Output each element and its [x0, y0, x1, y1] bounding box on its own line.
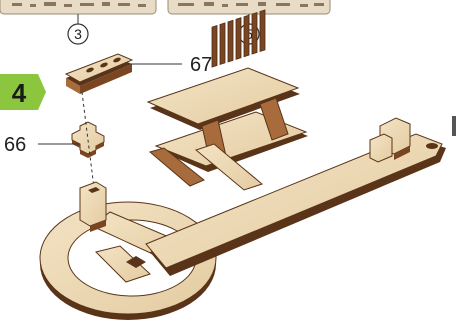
- callout-circle-3: 3: [68, 14, 88, 44]
- previous-step-thumbnail-right: [168, 0, 330, 14]
- part-66-label: 66: [4, 134, 26, 156]
- part-67-piece: [66, 54, 132, 94]
- edge-crop-mark: [452, 116, 456, 136]
- part-67-label: 67: [190, 54, 212, 76]
- step-badge: 4: [0, 74, 46, 110]
- previous-step-thumbnail-left: [0, 0, 156, 14]
- crossbar-frame: [148, 10, 308, 190]
- callout-3-label: 3: [74, 26, 82, 42]
- step-number: 4: [12, 78, 27, 108]
